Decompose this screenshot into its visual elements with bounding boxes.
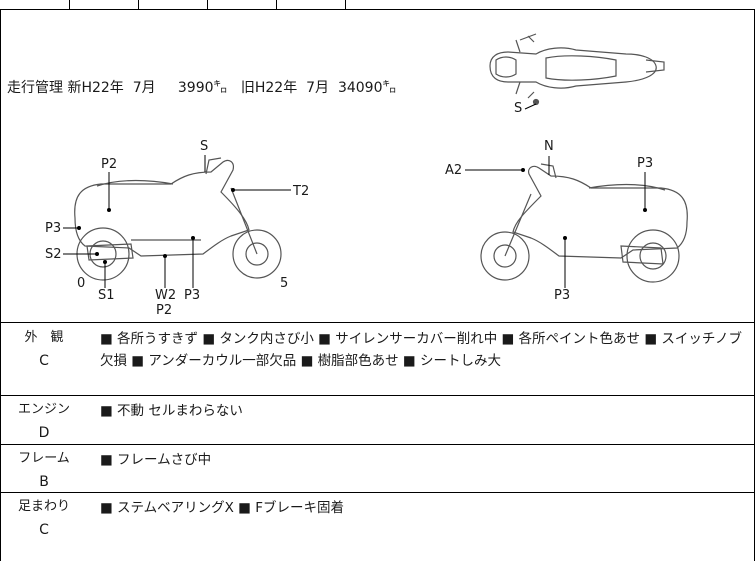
category-label: フレーム	[18, 451, 70, 466]
strip-cell	[0, 0, 70, 9]
mileage-new-km: 3990	[177, 80, 214, 96]
top-tail	[645, 59, 665, 73]
bike-top-view	[489, 33, 665, 106]
seat	[96, 179, 174, 187]
label-left-p3-bottom: P3	[184, 288, 201, 303]
label-right-p3: P3	[637, 156, 654, 171]
category-grade: C	[39, 353, 49, 369]
right-front-fork	[504, 193, 532, 257]
condition-category: エンジン D	[1, 400, 87, 443]
front-wheel	[232, 229, 282, 279]
exhaust	[86, 243, 134, 261]
top-mirror	[527, 35, 535, 99]
category-label: 外 観	[24, 330, 64, 345]
right-view-leaders	[465, 156, 647, 288]
label-left-s-top: S	[200, 139, 209, 154]
strip-cell	[70, 0, 139, 9]
right-seat	[588, 183, 666, 191]
condition-text: ■ 不動 セルまわらない	[100, 403, 243, 419]
label-left-p3: P3	[45, 221, 62, 236]
mileage-label: 走行管理	[7, 80, 63, 96]
condition-category: 足まわり C	[1, 497, 87, 540]
leader-top-s	[524, 103, 537, 110]
mileage-old-date: 旧H22年 7月	[240, 80, 330, 96]
label-right-n: N	[544, 139, 554, 154]
condition-text: ■ フレームさび中	[100, 452, 212, 468]
strip-cell	[277, 0, 346, 9]
right-front-wheel	[480, 231, 530, 281]
label-left-w2: W2	[155, 288, 177, 303]
top-seat	[545, 55, 617, 81]
condition-row: フレーム B ■ フレームさび中	[1, 444, 754, 492]
mileage-unit: ㌔	[213, 80, 228, 96]
previous-row-strip	[0, 0, 755, 9]
front-fork	[230, 187, 258, 255]
mileage-record: 走行管理 新H22年 7月 3990㌔ 旧H22年 7月 34090㌔	[7, 77, 396, 97]
front-wheel-hub	[245, 242, 269, 266]
top-body-outline	[489, 47, 657, 89]
mileage-new-date: 新H22年 7月	[67, 80, 156, 96]
top-handlebar	[515, 33, 537, 95]
label-left-zero: 0	[77, 276, 86, 291]
right-handlebar	[540, 163, 557, 179]
category-grade: D	[38, 425, 50, 441]
label-left-p2-top: P2	[101, 157, 118, 172]
left-view-leaders	[63, 155, 291, 288]
category-grade: C	[39, 522, 49, 538]
bike-left-view	[74, 157, 282, 281]
condition-table: 外 観 C ■ 各所うすきず ■ タンク内さび小 ■ サイレンサーカバー削れ中 …	[0, 322, 755, 561]
condition-category: フレーム B	[1, 449, 87, 492]
category-label: 足まわり	[17, 499, 70, 514]
label-left-five: 5	[280, 276, 289, 291]
damage-diagram-section: 走行管理 新H22年 7月 3990㌔ 旧H22年 7月 34090㌔ S	[0, 9, 755, 323]
mileage-unit: ㌔	[382, 80, 397, 96]
handlebar	[205, 157, 222, 175]
category-grade: B	[39, 474, 49, 490]
mileage-old-km: 34090	[337, 80, 383, 96]
label-left-s1: S1	[98, 288, 115, 303]
label-left-t2: T2	[293, 184, 310, 199]
condition-row: 外 観 C ■ 各所うすきず ■ タンク内さび小 ■ サイレンサーカバー削れ中 …	[1, 322, 754, 394]
strip-cell	[208, 0, 277, 9]
condition-text: ■ ステムベアリングX ■ Fブレーキ固着	[100, 500, 344, 516]
condition-row: エンジン D ■ 不動 セルまわらない	[1, 395, 754, 444]
strip-cell	[139, 0, 208, 9]
right-rear-wheel	[626, 229, 680, 283]
label-right-p3-bottom: P3	[554, 288, 571, 303]
label-right-a2: A2	[445, 163, 463, 178]
right-front-wheel-hub	[493, 244, 517, 268]
top-windscreen	[495, 56, 517, 78]
right-exhaust	[620, 245, 664, 265]
category-label: エンジン	[17, 402, 70, 417]
label-left-p2-bottom: P2	[156, 303, 173, 318]
label-top-s: S	[514, 101, 523, 116]
condition-text: ■ 各所うすきず ■ タンク内さび小 ■ サイレンサーカバー削れ中 ■ 各所ペイ…	[100, 331, 742, 369]
right-rear-wheel-hub	[639, 242, 667, 270]
bike-right-view	[480, 163, 688, 283]
condition-row: 足まわり C ■ ステムベアリングX ■ Fブレーキ固着	[1, 492, 754, 562]
condition-category: 外 観 C	[1, 328, 87, 371]
label-left-s2: S2	[45, 247, 62, 262]
